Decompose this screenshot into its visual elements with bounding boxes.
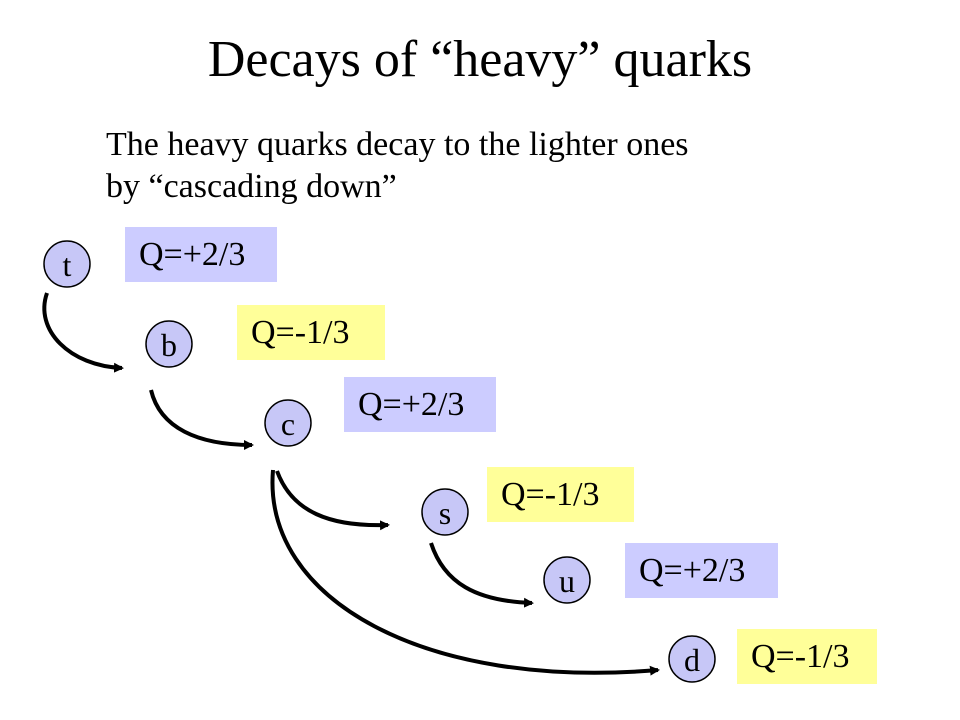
slide-title: Decays of “heavy” quarks xyxy=(207,31,753,88)
decay-arrow-b-c xyxy=(149,389,254,450)
decay-arrows xyxy=(42,292,660,676)
charge-label-u: Q=+2/3 xyxy=(625,543,778,598)
quark-circle-b xyxy=(145,320,193,368)
quark-letter-s: s xyxy=(439,495,451,531)
decay-arrow-c-d xyxy=(270,469,660,676)
quark-circle-c xyxy=(264,399,312,447)
charge-label-b: Q=-1/3 xyxy=(237,305,385,360)
charge-label-s: Q=-1/3 xyxy=(487,467,634,522)
charge-label-bg-d xyxy=(737,629,877,684)
quark-circle-s xyxy=(421,488,469,536)
charge-text-d: Q=-1/3 xyxy=(751,638,850,675)
charge-label-bg-c xyxy=(344,377,496,432)
quark-node-u: u xyxy=(543,556,591,604)
quark-node-s: s xyxy=(421,488,469,536)
decay-arrow-t-b xyxy=(42,292,124,373)
quark-circle-t xyxy=(43,240,91,288)
charge-label-d: Q=-1/3 xyxy=(737,629,877,684)
quark-letter-u: u xyxy=(559,563,575,599)
charge-labels: Q=+2/3Q=-1/3Q=+2/3Q=-1/3Q=+2/3Q=-1/3 xyxy=(125,227,877,684)
charge-text-c: Q=+2/3 xyxy=(358,386,464,423)
quark-letter-d: d xyxy=(684,642,700,678)
decay-arrow-c-s xyxy=(275,470,390,531)
charge-label-c: Q=+2/3 xyxy=(344,377,496,432)
quark-node-d: d xyxy=(668,635,716,683)
quark-circle-d xyxy=(668,635,716,683)
quark-node-b: b xyxy=(145,320,193,368)
charge-label-t: Q=+2/3 xyxy=(125,227,277,282)
quark-node-t: t xyxy=(43,240,91,288)
charge-label-bg-t xyxy=(125,227,277,282)
quark-letter-c: c xyxy=(281,406,295,442)
subtitle: The heavy quarks decay to the lighter on… xyxy=(106,124,906,208)
quark-nodes: t b c s u d xyxy=(43,240,716,683)
charge-label-bg-b xyxy=(237,305,385,360)
charge-text-s: Q=-1/3 xyxy=(501,476,600,513)
charge-label-bg-s xyxy=(487,467,634,522)
subtitle-line-2: by “cascading down” xyxy=(106,168,397,205)
charge-text-b: Q=-1/3 xyxy=(251,314,350,351)
quark-node-c: c xyxy=(264,399,312,447)
quark-letter-b: b xyxy=(161,327,177,363)
charge-text-t: Q=+2/3 xyxy=(139,236,245,273)
quark-circle-u xyxy=(543,556,591,604)
charge-text-u: Q=+2/3 xyxy=(639,552,745,589)
decay-arrow-s-u xyxy=(429,542,534,608)
charge-label-bg-u xyxy=(625,543,778,598)
subtitle-line-1: The heavy quarks decay to the lighter on… xyxy=(106,126,689,163)
quark-letter-t: t xyxy=(63,247,72,283)
